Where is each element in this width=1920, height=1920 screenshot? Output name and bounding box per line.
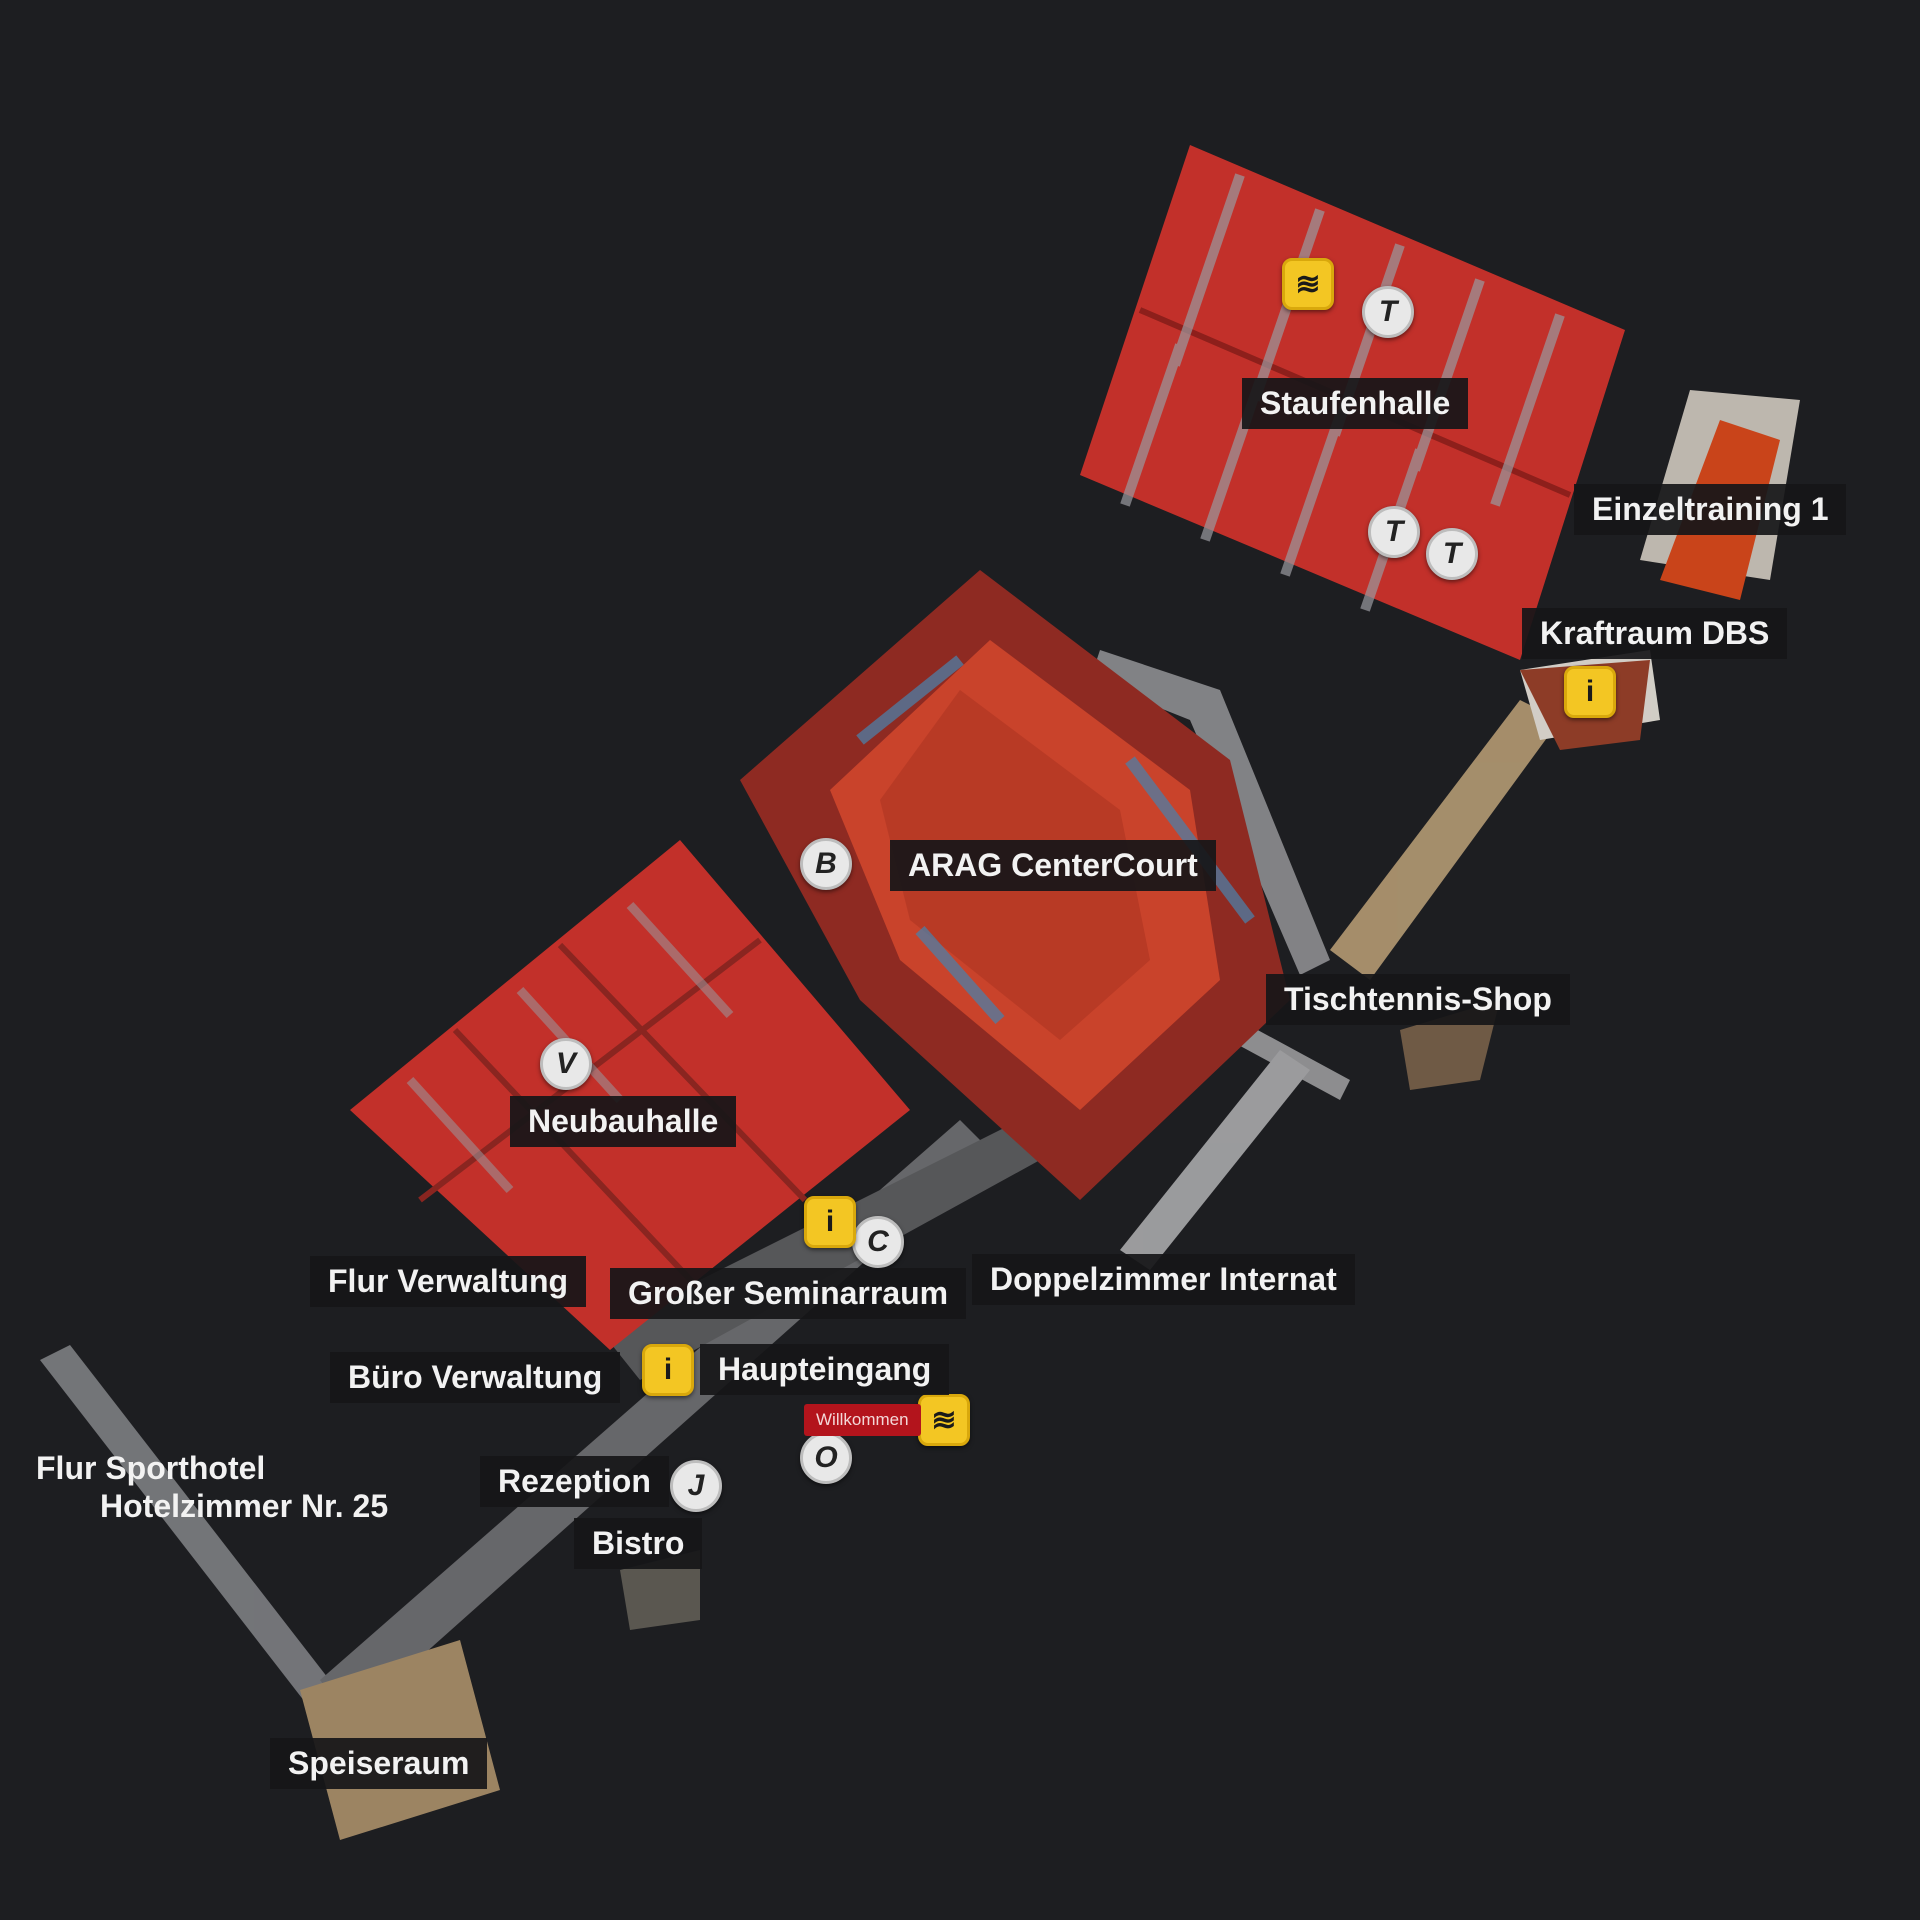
corridors bbox=[40, 390, 1800, 1720]
info-marker-icon[interactable]: i bbox=[642, 1344, 694, 1396]
c-marker-icon[interactable]: C bbox=[852, 1216, 904, 1268]
info-marker-icon[interactable]: i bbox=[1564, 666, 1616, 718]
room-label-einzeltraining[interactable]: Einzeltraining 1 bbox=[1574, 484, 1847, 535]
room-label-doppelzimmer-internat[interactable]: Doppelzimmer Internat bbox=[972, 1254, 1355, 1305]
runner-marker-icon[interactable]: ≋ bbox=[1282, 258, 1334, 310]
room-label-flur-verwaltung[interactable]: Flur Verwaltung bbox=[310, 1256, 587, 1307]
room-label-speiseraum[interactable]: Speiseraum bbox=[270, 1738, 488, 1789]
room-label-rezeption[interactable]: Rezeption bbox=[480, 1456, 669, 1507]
t-marker-icon[interactable]: T bbox=[1426, 528, 1478, 580]
t-marker-icon[interactable]: T bbox=[1368, 506, 1420, 558]
room-label-haupteingang[interactable]: Haupteingang bbox=[700, 1344, 950, 1395]
t-marker-icon[interactable]: T bbox=[1362, 286, 1414, 338]
runner-marker-icon[interactable]: ≋ bbox=[918, 1394, 970, 1446]
room-label-neubauhalle[interactable]: Neubauhalle bbox=[510, 1096, 737, 1147]
v-marker-icon[interactable]: V bbox=[540, 1038, 592, 1090]
room-label-tischtennis-shop[interactable]: Tischtennis-Shop bbox=[1266, 974, 1570, 1025]
room-label-buero-verwaltung[interactable]: Büro Verwaltung bbox=[330, 1352, 621, 1403]
room-label-bistro[interactable]: Bistro bbox=[574, 1518, 703, 1569]
j-marker-icon[interactable]: J bbox=[670, 1460, 722, 1512]
room-label-grosser-seminarraum[interactable]: Großer Seminarraum bbox=[610, 1268, 967, 1319]
room-label-flur-sporthotel[interactable]: Flur Sporthotel bbox=[36, 1450, 266, 1486]
room-label-staufenhalle[interactable]: Staufenhalle bbox=[1242, 378, 1469, 429]
b-marker-icon[interactable]: B bbox=[800, 838, 852, 890]
o-marker-icon[interactable]: O bbox=[800, 1432, 852, 1484]
info-marker-icon[interactable]: i bbox=[804, 1196, 856, 1248]
room-label-hotelzimmer[interactable]: Hotelzimmer Nr. 25 bbox=[100, 1488, 389, 1524]
welcome-banner: Willkommen bbox=[804, 1404, 921, 1436]
room-label-arag-centercourt[interactable]: ARAG CenterCourt bbox=[890, 840, 1216, 891]
room-label-kraftraum[interactable]: Kraftraum DBS bbox=[1522, 608, 1788, 659]
